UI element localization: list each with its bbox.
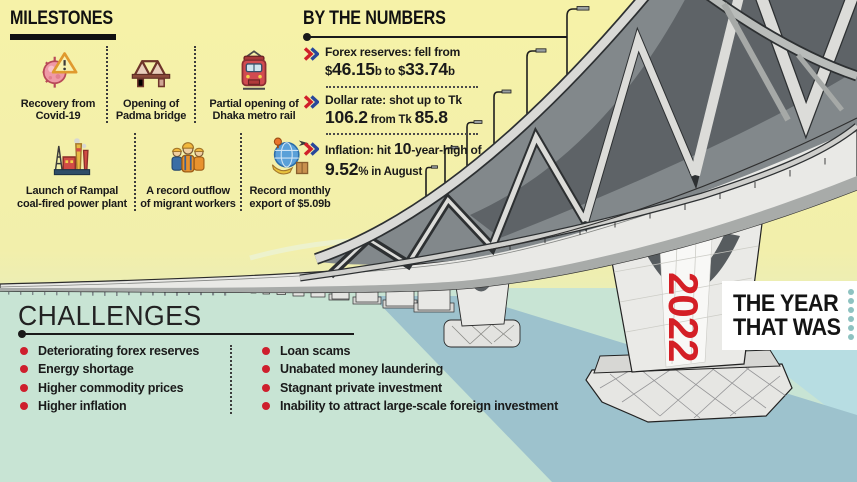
- stat-lead: Forex reserves: fell from: [325, 45, 461, 59]
- challenge-item: Deteriorating forex reserves: [18, 343, 230, 359]
- dotted-separator: [326, 85, 478, 88]
- dot-column-decoration: [848, 289, 854, 340]
- dotted-separator: [326, 133, 478, 136]
- double-chevron-icon: [303, 47, 319, 61]
- challenge-item: Energy shortage: [18, 361, 230, 377]
- stat-forex-reserves: Forex reserves: fell from $46.15b to $33…: [303, 45, 575, 80]
- stat-dollar-rate: Dollar rate: shot up to Tk 106.2 from Tk…: [303, 93, 575, 128]
- bullet-dot-icon: [262, 347, 270, 355]
- stat-values: $46.15b to $33.74b: [325, 59, 455, 79]
- export-icon: [245, 133, 335, 181]
- milestones-row-2: Launch of Rampal coal-fired power plant: [10, 133, 342, 212]
- deck-railing: [475, 117, 857, 253]
- challenges-list-left: Deteriorating forex reserves Energy shor…: [18, 343, 230, 416]
- milestone-label: Launch of Rampal coal-fired power plant: [17, 185, 127, 211]
- milestone-item-metro-rail: Partial opening of Dhaka metro rail: [194, 45, 312, 124]
- stat-values: 9.52% in August: [325, 159, 423, 180]
- milestone-label: Opening of Padma bridge: [115, 97, 187, 123]
- challenge-item: Higher inflation: [18, 398, 230, 414]
- challenges-section: CHALLENGES Deteriorating forex reserves …: [18, 300, 658, 416]
- bullet-dot-icon: [20, 383, 28, 392]
- milestones-row-1: Recovery from Covid-19 Opening of Padma …: [10, 45, 342, 124]
- double-chevron-icon: [303, 94, 319, 109]
- milestone-label: Record monthly export of $5.09b: [249, 185, 331, 211]
- challenge-item: Loan scams: [260, 343, 656, 359]
- milestone-label: Recovery from Covid-19: [20, 97, 96, 123]
- migrant-workers-icon: [139, 133, 237, 181]
- truss: [299, 0, 857, 282]
- by-the-numbers-title: BY THE NUMBERS: [303, 8, 446, 29]
- padma-bridge-icon: [111, 46, 191, 94]
- stat-lead: Dollar rate: shot up to Tk: [325, 92, 462, 107]
- challenges-rule: [18, 330, 354, 338]
- challenge-item: Stagnant private investment: [260, 380, 656, 396]
- milestone-label: Partial opening of Dhaka metro rail: [209, 97, 299, 123]
- bullet-dot-icon: [20, 401, 28, 410]
- bullet-dot-icon: [262, 383, 270, 392]
- challenge-item: Inability to attract large-scale foreign…: [260, 398, 656, 414]
- bullet-dot-icon: [262, 401, 270, 410]
- milestone-item-power-plant: Launch of Rampal coal-fired power plant: [10, 133, 134, 211]
- challenges-list-right: Loan scams Unabated money laundering Sta…: [260, 343, 656, 416]
- challenges-title: CHALLENGES: [18, 300, 202, 331]
- milestone-label: A record outflow of migrant workers: [140, 185, 236, 211]
- bullet-dot-icon: [262, 365, 270, 374]
- year-that-was-banner: THE YEAR THAT WAS: [722, 281, 857, 350]
- stat-values: 106.2 from Tk 85.8: [325, 106, 448, 127]
- year-2022-pier-label: 2022: [660, 272, 707, 362]
- milestone-item-covid: Recovery from Covid-19: [10, 46, 106, 124]
- milestone-item-migrant-workers: A record outflow of migrant workers: [134, 133, 240, 212]
- milestone-item-padma-bridge: Opening of Padma bridge: [106, 45, 194, 124]
- milestones-title: MILESTONES: [10, 8, 113, 29]
- double-chevron-icon: [303, 142, 319, 156]
- metro-rail-icon: [199, 46, 309, 94]
- by-the-numbers-rule: [303, 33, 567, 41]
- lamp-posts: [425, 6, 590, 216]
- power-plant-icon: [13, 133, 131, 181]
- bullet-dot-icon: [20, 365, 28, 374]
- bullet-dot-icon: [20, 347, 28, 355]
- challenge-item: Higher commodity prices: [18, 380, 230, 396]
- challenge-item: Unabated money laundering: [260, 361, 656, 377]
- milestones-underline: [10, 34, 116, 40]
- stat-lead: Inflation: hit 10-year-high of: [325, 141, 482, 159]
- covid-icon: [13, 46, 103, 94]
- dotted-divider: [230, 345, 232, 414]
- by-the-numbers-section: BY THE NUMBERS Forex reserves: fell from…: [303, 3, 575, 180]
- milestone-item-export: Record monthly export of $5.09b: [240, 133, 338, 212]
- milestones-section: MILESTONES Recovery from Covid-19: [10, 3, 342, 212]
- year-banner-label: THE YEAR THAT WAS: [733, 289, 841, 341]
- stat-inflation: Inflation: hit 10-year-high of 9.52% in …: [303, 140, 575, 180]
